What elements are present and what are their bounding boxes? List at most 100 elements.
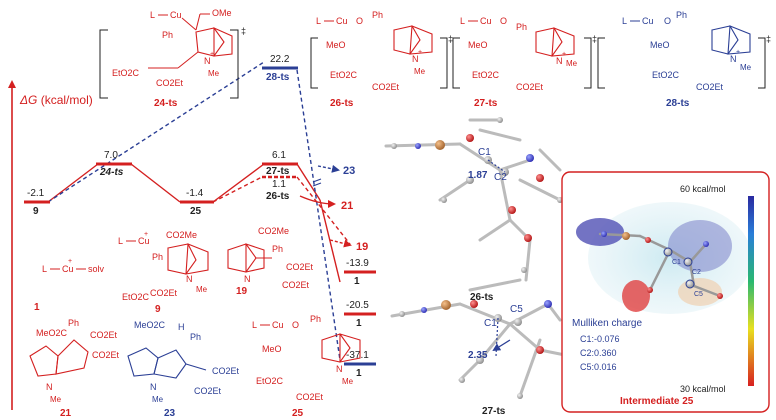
level-name: 1 bbox=[356, 368, 362, 379]
svg-text:O: O bbox=[664, 16, 671, 26]
compound-19: CO2Me Ph N CO2Et CO2Et 19 bbox=[227, 226, 314, 297]
arrow-label-21: 21 bbox=[341, 200, 353, 212]
svg-text:Me: Me bbox=[50, 395, 62, 404]
level-27ts: 6.1 27-ts bbox=[262, 150, 298, 177]
structure-28ts: ‡ L Cu O Ph MeO N + Me EtO2C CO2Et 28-ts bbox=[597, 10, 771, 109]
svg-text:N: N bbox=[204, 56, 211, 66]
svg-text:MeO: MeO bbox=[262, 344, 282, 354]
svg-text:Me: Me bbox=[566, 59, 578, 68]
energy-value: 22.2 bbox=[270, 54, 290, 65]
path-25-to-26ts bbox=[212, 176, 263, 203]
svg-text:EtO2C: EtO2C bbox=[330, 70, 358, 80]
svg-text:CO2Et: CO2Et bbox=[150, 288, 178, 298]
esp-panel: C1 C2 C5 60 kcal/mol 30 kcal/mol Mullike… bbox=[561, 171, 770, 413]
path-9-to-28ts bbox=[47, 61, 265, 203]
structure-label: 27-ts bbox=[474, 98, 498, 109]
path-27ts-to-21 bbox=[296, 163, 321, 201]
level-name: 26-ts bbox=[266, 191, 290, 202]
structure-27ts: ‡ L Cu O Ph MeO N + Me EtO2C CO2Et 27-ts bbox=[452, 16, 597, 109]
compound-23: MeO2C H Ph CO2Et CO2Et N Me 23 bbox=[127, 320, 240, 419]
structure-label: 28-ts bbox=[666, 98, 690, 109]
svg-text:CO2Et: CO2Et bbox=[516, 82, 544, 92]
energy-pathways bbox=[47, 61, 351, 361]
arrow-label-23: 23 bbox=[343, 165, 355, 177]
svg-text:L: L bbox=[118, 236, 123, 246]
path-28ts-to-23 bbox=[296, 69, 341, 361]
path-24ts-to-25 bbox=[130, 163, 181, 203]
structure-label: 24-ts bbox=[154, 98, 178, 109]
svg-text:Cu: Cu bbox=[170, 10, 182, 20]
svg-text:‡: ‡ bbox=[766, 34, 771, 44]
energy-value: 1.1 bbox=[272, 179, 286, 190]
svg-text:N: N bbox=[46, 382, 53, 392]
svg-text:N: N bbox=[336, 364, 343, 374]
path-21-to-p21 bbox=[319, 199, 341, 283]
svg-text:CO2Et: CO2Et bbox=[212, 366, 240, 376]
svg-text:C1: C1 bbox=[478, 147, 491, 158]
scale-min: 30 kcal/mol bbox=[680, 384, 726, 394]
energy-value: -13.9 bbox=[346, 258, 369, 269]
svg-text:+: + bbox=[418, 49, 422, 56]
svg-text:L: L bbox=[460, 16, 465, 26]
svg-text:MeO: MeO bbox=[650, 40, 670, 50]
model-label: 27-ts bbox=[482, 406, 506, 417]
svg-text:Cu: Cu bbox=[138, 236, 150, 246]
bond-distance: 1.87 bbox=[468, 170, 488, 181]
bond-distance: 2.35 bbox=[468, 350, 488, 361]
level-name: 1 bbox=[354, 276, 360, 287]
svg-text:MeO2C: MeO2C bbox=[36, 328, 68, 338]
structure-label: 23 bbox=[164, 408, 176, 419]
level-product-19: -13.9 1 bbox=[344, 258, 376, 287]
svg-text:+: + bbox=[210, 51, 214, 58]
svg-text:O: O bbox=[356, 16, 363, 26]
svg-text:Me: Me bbox=[414, 67, 426, 76]
svg-text:CO2Et: CO2Et bbox=[194, 386, 222, 396]
svg-text:L: L bbox=[252, 320, 257, 330]
compound-9: L Cu + CO2Me Ph N Me EtO2C CO2Et 9 bbox=[118, 230, 209, 315]
svg-text:CO2Me: CO2Me bbox=[166, 230, 197, 240]
charge-c1: C1:-0.076 bbox=[580, 334, 620, 344]
path-25-to-27ts bbox=[212, 163, 265, 203]
svg-text:N: N bbox=[412, 54, 419, 64]
svg-text:Me: Me bbox=[196, 285, 208, 294]
svg-text:C1: C1 bbox=[484, 318, 497, 329]
svg-text:Ph: Ph bbox=[676, 10, 687, 20]
svg-text:‡: ‡ bbox=[448, 34, 453, 44]
charge-c5: C5:0.016 bbox=[580, 362, 617, 372]
energy-value: -37.1 bbox=[346, 350, 369, 361]
energy-value: -1.4 bbox=[186, 188, 204, 199]
svg-text:Cu: Cu bbox=[336, 16, 348, 26]
svg-text:Ph: Ph bbox=[152, 252, 163, 262]
level-product-23: -37.1 1 bbox=[344, 350, 376, 379]
svg-text:EtO2C: EtO2C bbox=[652, 70, 680, 80]
structure-label: 1 bbox=[34, 302, 40, 313]
svg-text:CO2Et: CO2Et bbox=[92, 350, 120, 360]
svg-text:O: O bbox=[292, 320, 299, 330]
svg-text:+: + bbox=[562, 51, 566, 58]
svg-text:Cu: Cu bbox=[480, 16, 492, 26]
svg-text:+: + bbox=[736, 49, 740, 56]
energy-value: -20.5 bbox=[346, 300, 369, 311]
level-name: 25 bbox=[190, 206, 202, 217]
level-9: -2.1 9 bbox=[24, 188, 50, 217]
svg-text:L: L bbox=[622, 16, 627, 26]
svg-text:‡: ‡ bbox=[592, 34, 597, 44]
svg-text:Cu: Cu bbox=[62, 264, 74, 274]
svg-text:Ph: Ph bbox=[516, 22, 527, 32]
product-arrows: 23 21 19 bbox=[299, 164, 368, 253]
level-name: 24-ts bbox=[99, 167, 124, 178]
structure-label: 9 bbox=[155, 304, 161, 315]
svg-text:Me: Me bbox=[342, 377, 354, 386]
level-25: -1.4 25 bbox=[180, 188, 214, 217]
structure-26ts: ‡ L Cu O Ph MeO N + Me EtO2C CO2Et 26-ts bbox=[310, 10, 453, 109]
compound-1: L Cu + solv 1 bbox=[34, 258, 105, 313]
svg-text:Cu: Cu bbox=[272, 320, 284, 330]
svg-text:CO2Et: CO2Et bbox=[90, 330, 118, 340]
svg-text:‡: ‡ bbox=[241, 26, 246, 36]
svg-text:MeO: MeO bbox=[468, 40, 488, 50]
path-26ts-to-19 bbox=[296, 176, 351, 245]
svg-text:MeO: MeO bbox=[326, 40, 346, 50]
svg-text:O: O bbox=[500, 16, 507, 26]
svg-text:C2: C2 bbox=[692, 269, 701, 276]
structure-label: 19 bbox=[236, 286, 248, 297]
